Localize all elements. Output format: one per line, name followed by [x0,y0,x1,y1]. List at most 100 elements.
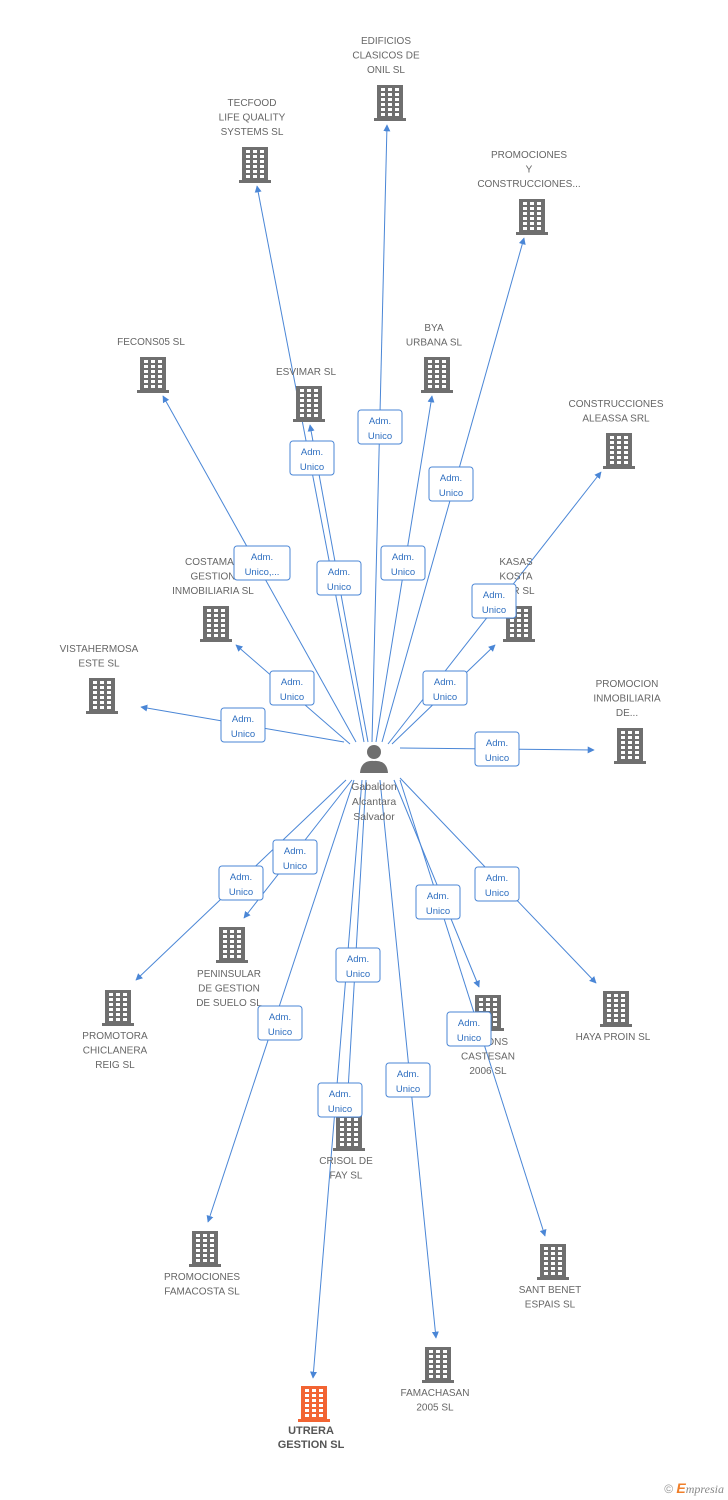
company-node-promociones-y-construcciones[interactable]: PROMOCIONESYCONSTRUCCIONES... [477,150,581,235]
building-icon [374,85,406,121]
role-badge-costamar[interactable]: Adm.Unico [269,670,315,706]
role-text: Unico [485,888,509,899]
role-badge-sant-benet[interactable]: Adm. Unico [446,1011,492,1047]
company-node-promocion-inmobiliaria[interactable]: PROMOCIONINMOBILIARIADE... [593,679,661,764]
company-label: LIFE QUALITY [219,113,286,124]
company-node-esvimar[interactable]: ESVIMAR SL [276,367,336,422]
company-label: FAMACHASAN [401,1388,470,1399]
role-text: Unico [482,605,506,616]
company-label: CASTESAN [461,1052,515,1063]
role-text: Adm. [347,954,369,965]
role-badge-promocion-inmobiliaria[interactable]: Adm.Unico [474,731,520,767]
role-badge-promotora-chiclanera[interactable]: Adm.Unico [218,865,264,901]
role-badge-promociones-famacosta[interactable]: Adm. Unico [257,1005,303,1041]
building-icon [333,1115,365,1151]
company-node-crisol-de-fay[interactable]: CRISOL DE FAY SL [319,1115,373,1182]
company-label: GESTION SL [278,1439,345,1451]
role-text: Adm. [328,567,350,578]
role-text: Adm. [486,873,508,884]
person-icon [360,745,388,773]
role-text: Adm. [397,1069,419,1080]
role-text: Unico [396,1084,420,1095]
role-text: Unico [426,906,450,917]
edge-famachasan [379,779,439,1339]
company-label: ESVIMAR SL [276,367,336,378]
company-label: ESTE SL [78,659,120,670]
role-text: Adm. [269,1012,291,1023]
role-badge-esvimar[interactable]: Adm. Unico [316,560,362,596]
footer-brand[interactable]: © Empresia [664,1480,724,1497]
edge-castesan [393,779,480,988]
company-label: FAY SL [330,1171,363,1182]
company-label: INMOBILIARIA [593,694,661,705]
role-text: Unico [433,692,457,703]
role-text: Adm. [458,1018,480,1029]
role-text: Adm. [440,473,462,484]
company-label: CRISOL DE [319,1156,373,1167]
role-badge-promociones-y-construcciones[interactable]: Adm.Unico [428,466,474,502]
company-label: CONSTRUCCIONES [568,399,663,410]
edge-crisol-de-fay [343,779,367,1109]
role-badge-bya-urbana[interactable]: Adm. Unico [380,545,426,581]
role-text: Adm. [392,552,414,563]
role-badge-fecons05[interactable]: Adm.Unico,... [233,545,291,581]
roles-layer: Adm.UnicoAdm.UnicoAdm.UnicoAdm.Unico,...… [218,409,520,1118]
role-text: Unico [457,1033,481,1044]
company-node-haya-proin[interactable]: HAYA PROIN SL [576,991,651,1043]
role-text: Unico [283,861,307,872]
role-text: Adm. [284,846,306,857]
role-text: Unico [268,1027,292,1038]
role-badge-construcciones-aleassa[interactable]: Adm.Unico [471,583,517,619]
company-node-fecons05[interactable]: FECONS05 SL [117,337,185,393]
role-badge-vistahermosa[interactable]: Adm.Unico [220,707,266,743]
building-icon [298,1386,330,1422]
person-name: Salvador [353,811,395,823]
company-label: ALEASSA SRL [582,414,650,425]
building-icon [189,1231,221,1267]
company-label: INMOBILIARIA SL [172,586,254,597]
company-label: GESTION [190,572,235,583]
company-label: URBANA SL [406,338,463,349]
role-text: Adm. [427,891,449,902]
role-text: Unico,... [245,567,280,578]
role-badge-castesan[interactable]: Adm. Unico [415,884,461,920]
role-text: Unico [327,582,351,593]
building-icon [421,357,453,393]
role-text: Adm. [329,1089,351,1100]
role-badge-famachasan[interactable]: Adm. Unico [385,1062,431,1098]
role-badge-utrera-gestion[interactable]: Adm.Unico [317,1082,363,1118]
role-badge-kasas-kosta[interactable]: Adm.Unico [422,670,468,706]
role-text: Unico [368,431,392,442]
company-label: DE SUELO SL [196,998,262,1009]
building-icon [216,927,248,963]
edge-promociones-famacosta [206,779,355,1223]
company-label: TECFOOD [228,98,277,109]
building-icon [603,433,635,469]
role-badge-peninsular[interactable]: Adm. Unico [272,839,318,875]
company-label: EDIFICIOS [361,36,411,47]
role-badge-edificios-clasicos[interactable]: Adm.Unico [357,409,403,445]
role-badge-crisol-de-fay[interactable]: Adm.Unico [335,947,381,983]
company-node-construcciones-aleassa[interactable]: CONSTRUCCIONES ALEASSA SRL [568,399,664,469]
role-text: Unico [391,567,415,578]
building-icon [293,386,325,422]
role-badge-tecfood[interactable]: Adm.Unico [289,440,335,476]
edge-sant-benet [399,779,547,1237]
role-badge-haya-proin[interactable]: Adm. Unico [474,866,520,902]
company-label: CHICLANERA [83,1046,148,1057]
building-icon [503,606,535,642]
